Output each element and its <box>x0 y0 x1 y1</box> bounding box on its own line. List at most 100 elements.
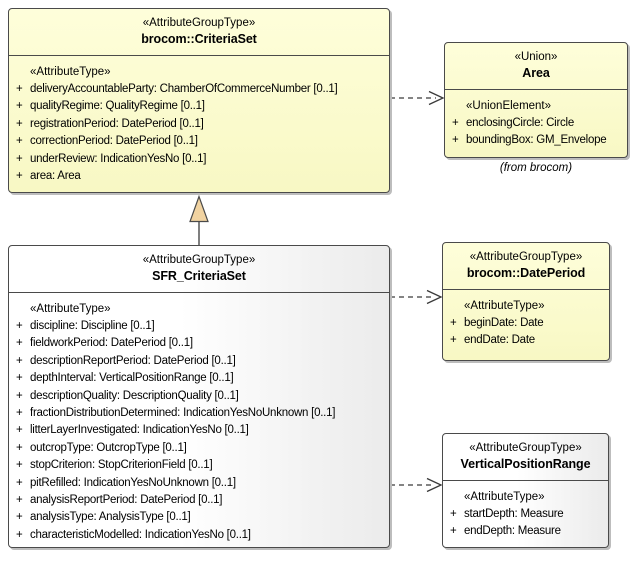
class-name: Area <box>522 66 550 80</box>
attribute-list: + enclosingCircle: Circle + boundingBox:… <box>445 115 627 150</box>
generalization-arrow <box>189 194 209 245</box>
stereotype-label: «AttributeGroupType» <box>142 254 256 266</box>
attribute-text: qualityRegime: QualityRegime [0..1] <box>30 100 205 113</box>
attribute-row: + discipline: Discipline [0..1] <box>9 318 389 335</box>
visibility-marker: + <box>16 424 23 437</box>
attributes-compartment: «AttributeType» + discipline: Discipline… <box>9 293 389 544</box>
visibility-marker: + <box>16 354 23 367</box>
stereotype-label: «AttributeGroupType» <box>142 17 256 29</box>
attribute-row: + endDepth: Measure <box>443 523 608 540</box>
attribute-text: boundingBox: GM_Envelope <box>466 134 607 147</box>
attribute-section-label: «UnionElement» <box>466 100 552 112</box>
attribute-section-label: «AttributeType» <box>30 66 111 78</box>
attribute-row: + outcropType: OutcropType [0..1] <box>9 440 389 457</box>
attribute-text: fractionDistributionDetermined: Indicati… <box>30 406 336 419</box>
dependency-arrow-to-dateperiod <box>390 289 443 305</box>
attribute-text: endDate: Date <box>464 334 535 347</box>
visibility-marker: + <box>16 337 23 350</box>
visibility-marker: + <box>452 134 459 147</box>
attribute-row: + registrationPeriod: DatePeriod [0..1] <box>9 116 389 133</box>
class-title: «AttributeGroupType» VerticalPositionRan… <box>443 434 608 481</box>
attribute-row: + analysisType: AnalysisType [0..1] <box>9 509 389 526</box>
class-box-area[interactable]: «Union» Area «UnionElement» + enclosingC… <box>444 42 628 158</box>
attribute-text: litterLayerInvestigated: IndicationYesNo… <box>30 424 249 437</box>
attribute-text: registrationPeriod: DatePeriod [0..1] <box>30 117 204 130</box>
class-name: brocom::CriteriaSet <box>141 32 257 46</box>
visibility-marker: + <box>16 476 23 489</box>
class-box-verticalpositionrange[interactable]: «AttributeGroupType» VerticalPositionRan… <box>442 433 609 548</box>
attribute-row: + boundingBox: GM_Envelope <box>445 132 627 149</box>
visibility-marker: + <box>16 169 23 182</box>
attribute-row: + characteristicModelled: IndicationYesN… <box>9 527 389 544</box>
visibility-marker: + <box>16 135 23 148</box>
attribute-text: correctionPeriod: DatePeriod [0..1] <box>30 135 198 148</box>
attribute-text: endDepth: Measure <box>464 525 561 538</box>
attribute-text: discipline: Discipline [0..1] <box>30 320 155 332</box>
visibility-marker: + <box>16 320 23 332</box>
attributes-compartment: «AttributeType» + deliveryAccountablePar… <box>9 56 389 185</box>
attribute-row: + fractionDistributionDetermined: Indica… <box>9 405 389 422</box>
attribute-row: + area: Area <box>9 168 389 185</box>
attribute-row: + deliveryAccountableParty: ChamberOfCom… <box>9 81 389 98</box>
class-name: brocom::DatePeriod <box>466 266 586 280</box>
attribute-list: + deliveryAccountableParty: ChamberOfCom… <box>9 81 389 185</box>
class-box-sfr-criteriaset[interactable]: «AttributeGroupType» SFR_CriteriaSet «At… <box>8 245 390 548</box>
attribute-section-label: «AttributeType» <box>464 491 545 503</box>
attribute-row: + startDepth: Measure <box>443 506 608 523</box>
attribute-text: pitRefilled: IndicationYesNoUnknown [0..… <box>30 476 236 489</box>
class-box-brocom-dateperiod[interactable]: «AttributeGroupType» brocom::DatePeriod … <box>442 242 610 361</box>
visibility-marker: + <box>16 117 23 130</box>
attribute-row: + pitRefilled: IndicationYesNoUnknown [0… <box>9 475 389 492</box>
origin-note: (from brocom) <box>499 162 573 174</box>
attribute-text: characteristicModelled: IndicationYesNo … <box>30 528 251 541</box>
class-title: «AttributeGroupType» SFR_CriteriaSet <box>9 246 389 293</box>
attribute-text: descriptionQuality: DescriptionQuality [… <box>30 389 239 402</box>
attribute-text: underReview: IndicationYesNo [0..1] <box>30 152 207 165</box>
attributes-compartment: «AttributeType» + startDepth: Measure + … <box>443 481 608 541</box>
attribute-list: + startDepth: Measure + endDepth: Measur… <box>443 506 608 541</box>
visibility-marker: + <box>16 100 23 113</box>
class-name: VerticalPositionRange <box>460 457 591 471</box>
attribute-text: startDepth: Measure <box>464 508 564 520</box>
attribute-text: deliveryAccountableParty: ChamberOfComme… <box>30 83 338 95</box>
attribute-text: enclosingCircle: Circle <box>466 117 575 129</box>
visibility-marker: + <box>16 372 23 385</box>
attribute-section-label: «AttributeType» <box>464 300 545 312</box>
visibility-marker: + <box>16 493 23 506</box>
attribute-list: + beginDate: Date + endDate: Date <box>443 315 609 350</box>
attribute-row: + litterLayerInvestigated: IndicationYes… <box>9 422 389 439</box>
stereotype-label: «Union» <box>514 51 558 63</box>
class-title: «Union» Area <box>445 43 627 90</box>
attribute-text: descriptionReportPeriod: DatePeriod [0..… <box>30 354 236 367</box>
visibility-marker: + <box>16 389 23 402</box>
visibility-marker: + <box>452 117 459 129</box>
attribute-row: + descriptionQuality: DescriptionQuality… <box>9 388 389 405</box>
visibility-marker: + <box>16 459 23 472</box>
attribute-text: analysisReportPeriod: DatePeriod [0..1] <box>30 493 223 506</box>
attribute-text: area: Area <box>30 169 81 182</box>
class-title: «AttributeGroupType» brocom::CriteriaSet <box>9 9 389 56</box>
attribute-row: + beginDate: Date <box>443 315 609 332</box>
dependency-arrow-to-verticalpositionrange <box>390 477 443 493</box>
attribute-row: + analysisReportPeriod: DatePeriod [0..1… <box>9 492 389 509</box>
dependency-arrow-to-area <box>390 90 445 106</box>
attribute-section-label: «AttributeType» <box>30 303 111 315</box>
class-box-brocom-criteriaset[interactable]: «AttributeGroupType» brocom::CriteriaSet… <box>8 8 390 193</box>
attribute-row: + descriptionReportPeriod: DatePeriod [0… <box>9 353 389 370</box>
attribute-row: + depthInterval: VerticalPositionRange [… <box>9 370 389 387</box>
class-name: SFR_CriteriaSet <box>152 269 246 283</box>
visibility-marker: + <box>16 441 23 454</box>
attribute-text: analysisType: AnalysisType [0..1] <box>30 511 191 524</box>
visibility-marker: + <box>450 317 457 329</box>
attribute-row: + endDate: Date <box>443 332 609 349</box>
attribute-text: outcropType: OutcropType [0..1] <box>30 441 187 454</box>
visibility-marker: + <box>450 334 457 347</box>
attribute-text: fieldworkPeriod: DatePeriod [0..1] <box>30 337 193 350</box>
attribute-row: + enclosingCircle: Circle <box>445 115 627 132</box>
visibility-marker: + <box>450 508 457 520</box>
class-title: «AttributeGroupType» brocom::DatePeriod <box>443 243 609 290</box>
visibility-marker: + <box>16 528 23 541</box>
visibility-marker: + <box>16 511 23 524</box>
